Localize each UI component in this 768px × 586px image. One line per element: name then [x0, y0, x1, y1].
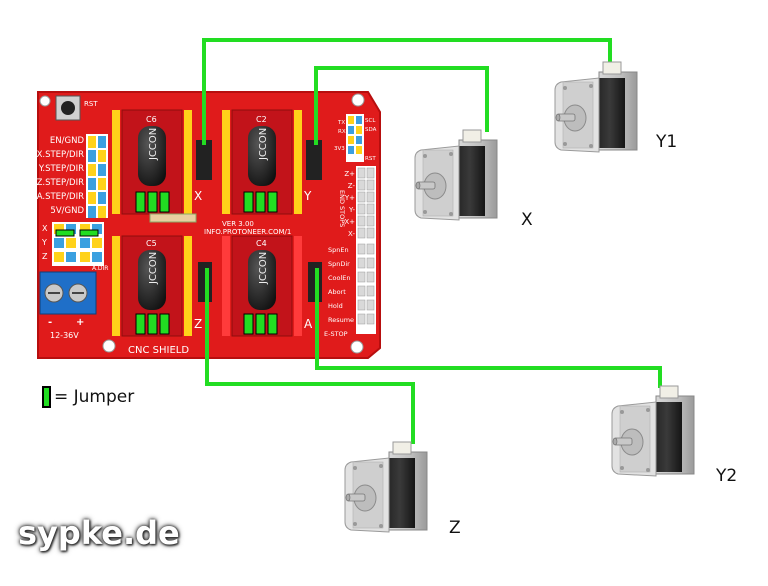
- spindle-label-spnen: SpnEn: [328, 246, 349, 254]
- driver-label-y: Y: [303, 189, 312, 203]
- driver-label-x: X: [194, 189, 202, 203]
- board-name: CNC SHIELD: [128, 345, 189, 356]
- pin-label-x-step: X.STEP/DIR: [37, 150, 85, 160]
- endstop-label-zminus: Z-: [348, 182, 356, 190]
- wire-z: [205, 268, 415, 444]
- wire-y2: [315, 268, 662, 388]
- io-label-sda: SDA: [365, 127, 377, 133]
- driver-x: C6 JCCON X: [112, 109, 212, 215]
- motor-label-y2: Y2: [716, 466, 738, 486]
- driver-label-z: Z: [194, 317, 202, 331]
- power-plus-label: +: [76, 317, 84, 328]
- mini-label-x: X: [42, 224, 48, 233]
- io-label-tx: TX: [337, 120, 345, 126]
- motor-label-x: X: [521, 210, 533, 230]
- wire-x: [314, 66, 489, 145]
- cap-text-z: JCCON: [148, 252, 159, 285]
- spindle-label-abort: Abort: [328, 288, 346, 296]
- driver-y: C2 JCCON Y: [222, 109, 322, 215]
- spindle-label-hold: Hold: [328, 302, 343, 310]
- c5-label: C5: [146, 239, 157, 248]
- rst-label: RST: [84, 100, 98, 108]
- c6-label: C6: [146, 115, 157, 124]
- adir-label: A.DIR: [92, 265, 108, 272]
- version-text: VER 3.00: [222, 220, 254, 228]
- io-label-rst: RST: [365, 156, 376, 162]
- spindle-label-spndir: SpnDir: [328, 260, 350, 268]
- pin-label-5v-gnd: 5V/GND: [50, 206, 84, 216]
- c4-label: C4: [256, 239, 267, 248]
- motor-label-y1: Y1: [656, 132, 678, 152]
- cap-text-a: JCCON: [258, 252, 269, 285]
- endstop-label-yminus: Y-: [348, 206, 355, 214]
- mini-label-z: Z: [42, 252, 48, 261]
- pin-label-en-gnd: EN/GND: [50, 136, 85, 146]
- endstop-label-xminus: X-: [348, 230, 355, 238]
- spindle-label-estop: E-STOP: [324, 330, 348, 338]
- cap-text-x: JCCON: [148, 128, 159, 161]
- motor-z: [344, 441, 428, 533]
- wires: [202, 38, 662, 444]
- pin-label-y-step: Y.STEP/DIR: [38, 164, 84, 174]
- power-label: 12-36V: [50, 331, 79, 340]
- mini-label-y: Y: [41, 238, 47, 247]
- io-label-scl: SCL: [365, 118, 376, 124]
- spindle-label-coolen: CoolEn: [328, 274, 351, 282]
- wire-y1: [202, 38, 612, 145]
- driver-label-a: A: [304, 317, 313, 331]
- cap-text-y: JCCON: [258, 128, 269, 161]
- endstops-label: END STOPS: [338, 190, 346, 227]
- url-text: INFO.PROTONEER.COM/1: [204, 228, 291, 236]
- motor-x: [414, 129, 498, 221]
- io-label-3v3: 3V3: [334, 146, 345, 152]
- watermark: sypke.de: [18, 514, 180, 552]
- spindle-label-resume: Resume: [328, 316, 354, 324]
- cnc-shield-board: RST EN/GND X.STEP/DIR Y.STEP/DIR Z.STEP/…: [37, 91, 381, 359]
- pin-label-z-step: Z.STEP/DIR: [37, 178, 85, 188]
- c2-label: C2: [256, 115, 267, 124]
- jumper-legend-swatch: [42, 386, 51, 408]
- endstop-label-yplus: Y+: [344, 194, 355, 202]
- pin-label-a-step: A.STEP/DIR: [37, 192, 84, 202]
- endstop-label-zplus: Z+: [344, 170, 355, 178]
- motor-label-z: Z: [449, 518, 461, 538]
- power-minus-label: -: [48, 317, 52, 328]
- motor-y2: [611, 385, 695, 477]
- motor-y1: [554, 61, 638, 153]
- driver-a: C4 JCCON A: [222, 235, 322, 337]
- jumper-legend: = Jumper: [42, 386, 134, 408]
- endstop-label-xplus: X+: [344, 218, 355, 226]
- io-label-rx: RX: [338, 129, 346, 135]
- jumper-legend-text: = Jumper: [54, 387, 135, 407]
